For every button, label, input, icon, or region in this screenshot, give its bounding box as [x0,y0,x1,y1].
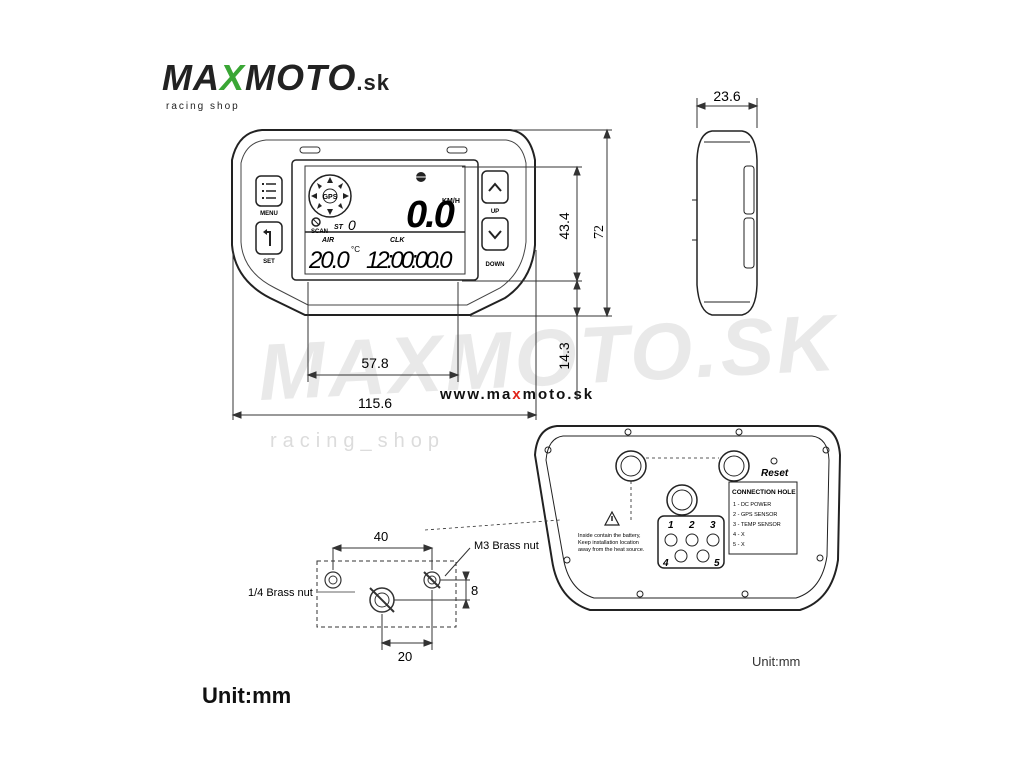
dim-total-width: 115.6 [358,395,392,411]
warning-line-3: away from the heat source. [578,547,645,553]
dim-depth: 23.6 [713,88,740,104]
warning-icon [603,510,621,526]
scan-label: SCAN [311,229,328,235]
up-button-label: UP [491,209,499,215]
dim-bracket-height: 8 [471,583,478,598]
dim-bottom-offset: 14.3 [556,342,572,369]
housing-inner [240,139,527,306]
reset-label: Reset [761,468,789,479]
dim-bracket-width: 40 [374,529,388,544]
side-view [692,130,758,316]
compass-icon [308,174,352,218]
back-unit-label: Unit:mm [752,654,800,669]
speed-unit: KM/H [442,198,460,205]
bracket-drawing [316,519,561,650]
connection-item-5: 5 - X [733,542,745,548]
connection-item-2: 2 - GPS SENSOR [733,512,777,518]
connection-item-3: 3 - TEMP SENSOR [733,522,781,528]
scan-icon [311,217,321,227]
warning-line-1: Inside contain the battery, [578,533,641,539]
logo-text-suffix: MOTO [245,57,357,98]
lcd-frame [291,159,479,281]
footer-unit: Unit:mm [202,683,292,708]
st-label: ST [334,224,344,231]
dim-height-screen: 43.4 [556,212,572,239]
website-url: www.maxmoto.sk [440,386,595,403]
gps-satellite-icon [416,172,426,182]
logo-text-x: X [220,57,246,98]
down-button[interactable] [481,217,509,251]
menu-list-icon [262,183,276,199]
chevron-down-icon [488,230,502,240]
warning-line-2: Keep installation location [578,540,639,546]
lcd-screen [304,165,466,275]
reset-hole [770,457,778,465]
air-unit: °C [351,245,360,254]
connection-item-4: 4 - X [733,532,745,538]
menu-button-label: MENU [260,211,278,217]
st-value: 0 [348,217,356,233]
housing-outline [231,129,536,316]
m3-nut-label: M3 Brass nut [474,540,539,552]
connection-title: CONNECTION HOLE [732,489,796,496]
air-label: AIR [321,237,334,244]
clk-value: 12:00:00.0 [366,247,453,274]
clk-label: CLK [390,237,405,244]
logo-subtitle: racing shop [166,101,240,112]
dim-height-total: 72 [592,225,607,239]
down-button-label: DOWN [486,262,505,268]
dim-bracket-spacing: 20 [398,649,412,664]
logo-text-prefix: MA [162,57,220,98]
pin-label-5: 5 [714,558,720,569]
air-value: 20.0 [308,247,350,274]
logo-domain: .sk [356,70,390,95]
dim-screen-width: 57.8 [361,355,388,371]
connection-item-1: 1 - DC POWER [733,502,771,508]
compass-center-label: GPS [323,194,338,201]
quarter-nut-label: 1/4 Brass nut [248,587,313,599]
pin-label-2: 2 [688,520,695,531]
up-button[interactable] [481,170,509,204]
back-view [533,425,842,611]
pin-label-4: 4 [662,558,669,569]
speed-value: 0.0 [406,194,455,236]
set-button-label: SET [263,259,275,265]
brand-logo: MAXMOTO.sk racing shop [162,57,390,113]
chevron-up-icon [488,182,502,192]
pin-label-1: 1 [668,520,674,531]
pin-label-3: 3 [710,520,716,531]
